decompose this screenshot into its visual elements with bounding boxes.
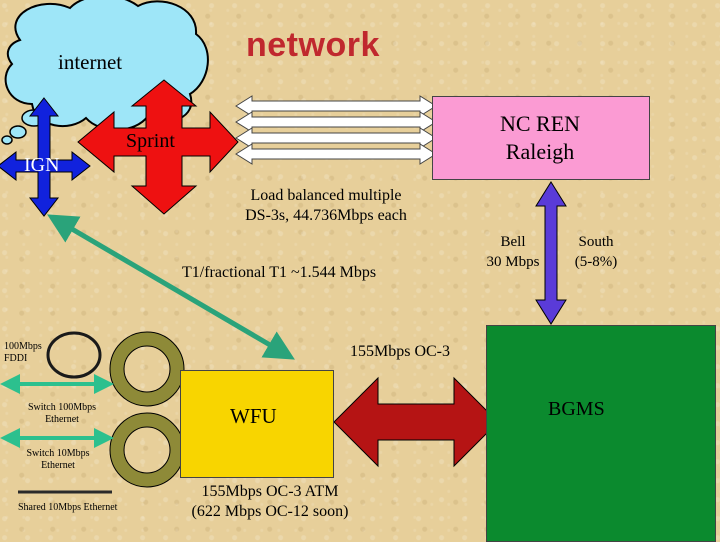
bell-link-arrow-icon [535, 181, 567, 325]
oc3-label: 155Mbps OC-3 [350, 343, 451, 360]
page-title: network [246, 26, 380, 64]
t1-label: T1/fractional T1 ~1.544 Mbps [182, 264, 377, 281]
ncren-label: NC REN Raleigh [499, 111, 581, 164]
sprint-label: Sprint [126, 130, 175, 152]
t1-link-arrow-icon [47, 214, 295, 360]
ds3-link-4 [235, 143, 437, 165]
ds3-links [235, 95, 437, 165]
bell-label: Bell 30 Mbps [486, 234, 540, 270]
fddi-ring-icon [109, 331, 185, 407]
ncren-node [432, 96, 650, 180]
bgms-node [486, 325, 716, 542]
wfu-node [180, 370, 334, 478]
switch100-label: Switch 100Mbps Ethernet [27, 402, 97, 425]
fddi-loop-icon [46, 331, 102, 379]
shared10-label: Shared 10Mbps Ethernet [18, 502, 118, 513]
ds3-label: Load balanced multiple DS-3s, 44.736Mbps… [245, 187, 407, 224]
sprint-cross-arrow-icon [77, 79, 239, 215]
atm-label: 155Mbps OC-3 ATM (622 Mbps OC-12 soon) [191, 483, 349, 520]
ds3-link-2 [235, 111, 437, 133]
wfu-label: WFU [230, 404, 277, 428]
switch10-label: Switch 10Mbps Ethernet [26, 448, 90, 471]
bgms-label: BGMS [548, 398, 605, 420]
ds3-link-1 [235, 95, 437, 117]
atm-link-arrow-icon [333, 376, 499, 468]
south-label: South (5-8%) [574, 234, 618, 270]
ign-label: IGN [24, 154, 60, 176]
ign-cross-arrow-icon [0, 97, 91, 217]
fddi-label: 100Mbps FDDI [4, 341, 42, 364]
ds3-link-3 [235, 127, 437, 149]
internet-label: internet [58, 50, 123, 74]
